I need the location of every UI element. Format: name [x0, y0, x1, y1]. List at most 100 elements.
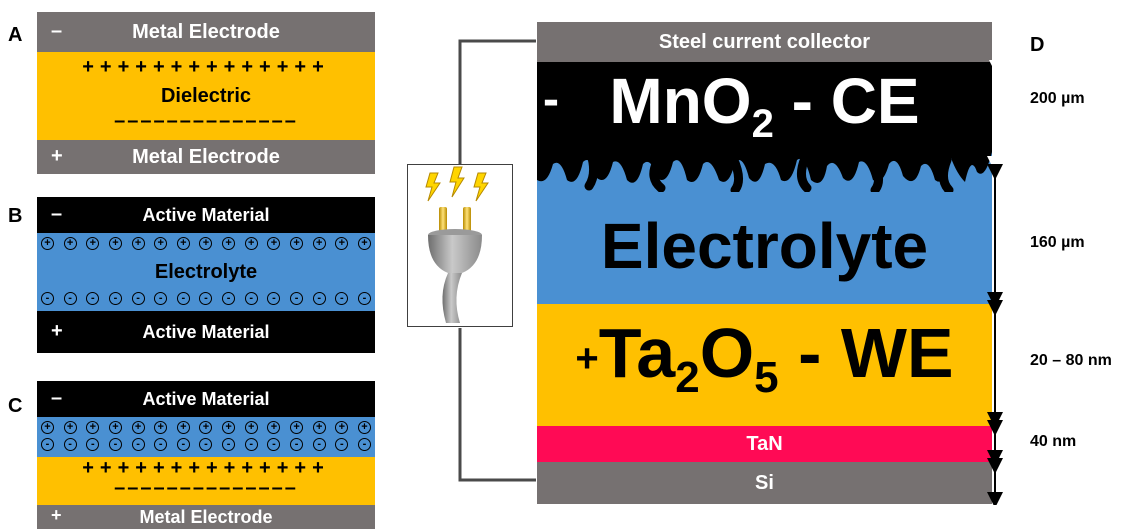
cation-ion-icon: +: [267, 237, 281, 250]
panel-b-bottom-sign: +: [51, 320, 63, 342]
cation-ion-icon: +: [290, 237, 304, 250]
anion-ion-icon: -: [357, 438, 371, 451]
anion-ion-icon: -: [154, 292, 168, 305]
si-label: Si: [755, 471, 774, 494]
dimension-arrows: [987, 60, 1003, 505]
cation-ion-icon: +: [63, 237, 77, 250]
panel-c-metal-electrode: + Metal Electrode: [37, 505, 375, 529]
cation-ion-icon: +: [41, 237, 54, 250]
anion-ion-icon: -: [267, 292, 281, 305]
power-plug-icon: [425, 166, 489, 323]
panel-b: – Active Material +++++++++++++++ Electr…: [37, 197, 375, 353]
panel-a-bottom-electrode: + Metal Electrode: [37, 140, 375, 174]
electrolyte-label: Electrolyte: [600, 210, 929, 282]
anion-ion-icon: -: [108, 292, 122, 305]
anion-ion-icon: -: [41, 292, 54, 305]
collector-label: Steel current collector: [658, 30, 871, 53]
cation-ion-icon: +: [312, 237, 326, 250]
anion-ion-icon: -: [244, 438, 258, 451]
cation-ion-icon: +: [154, 237, 168, 250]
panel-b-top-sign: –: [51, 203, 63, 225]
cation-ion-icon: +: [335, 421, 349, 434]
anion-ion-icon: -: [63, 438, 77, 451]
anion-ion-icon: -: [131, 292, 145, 305]
cation-ion-icon: +: [108, 421, 122, 434]
cation-ion-icon: +: [335, 237, 349, 250]
panel-a-dielectric: ++++++++++++++ Dielectric ––––––––––––––: [37, 52, 375, 140]
anion-ion-icon: -: [290, 438, 304, 451]
panel-b-top-active-material: – Active Material: [37, 197, 375, 233]
panel-a-bottom-sign: +: [51, 145, 63, 167]
cation-ion-icon: +: [176, 237, 190, 250]
panel-c-dielectric: ++++++++++++++ ––––––––––––––: [37, 457, 375, 505]
anion-ion-icon: -: [199, 438, 213, 451]
cation-ion-icon: +: [86, 237, 100, 250]
ce-label-row: - MnO2 - CE: [537, 64, 992, 146]
we-label: +Ta2O5 - WE: [575, 313, 954, 402]
cation-ion-icon: +: [199, 421, 213, 434]
panel-c: – Active Material +++++++++++++++ ------…: [37, 381, 375, 529]
panel-c-bottom-sign: +: [51, 505, 62, 525]
anion-ion-icon: -: [222, 292, 236, 305]
anion-ion-icon: -: [290, 292, 304, 305]
circuit-wire: [458, 39, 536, 482]
panel-c-active-material: – Active Material: [37, 381, 375, 417]
panel-b-bottom-active-material: + Active Material: [37, 311, 375, 353]
cation-ion-icon: +: [176, 421, 190, 434]
anion-ion-icon: -: [244, 292, 258, 305]
anion-ion-icon: -: [63, 292, 77, 305]
panel-c-bottom-label: Metal Electrode: [139, 506, 273, 527]
panel-c-letter: C: [8, 395, 23, 417]
panel-c-electrolyte: +++++++++++++++ ---------------: [37, 417, 375, 457]
mno2-counter-electrode: [537, 62, 992, 192]
anion-ion-icon: -: [267, 438, 281, 451]
panel-c-positive-charges: ++++++++++++++: [82, 457, 330, 479]
panel-b-bottom-label: Active Material: [142, 321, 270, 342]
panel-a-dielectric-label: Dielectric: [160, 84, 252, 107]
panel-a-top-sign: –: [51, 20, 63, 42]
ce-sign: -: [543, 73, 559, 126]
cation-ion-icon: +: [222, 237, 236, 250]
anion-ion-icon: -: [335, 438, 349, 451]
anion-ion-icon: -: [176, 292, 190, 305]
tan-thickness-label: 40 nm: [1030, 433, 1077, 450]
cation-ion-icon: +: [86, 421, 100, 434]
anion-ion-icon: -: [131, 438, 145, 451]
panel-d-stack: Steel current collector Electrolyte - Mn…: [537, 22, 992, 504]
panel-c-negative-charges: ––––––––––––––: [114, 477, 298, 499]
panel-b-cation-row: +++++++++++++++: [41, 237, 371, 250]
anion-ion-icon: -: [199, 292, 213, 305]
anion-ion-icon: -: [222, 438, 236, 451]
panel-a-bottom-label: Metal Electrode: [132, 145, 280, 168]
panel-a-letter: A: [8, 24, 23, 46]
cation-ion-icon: +: [222, 421, 236, 434]
panel-b-electrolyte-label: Electrolyte: [154, 260, 258, 283]
anion-ion-icon: -: [108, 438, 122, 451]
power-source-box: [407, 164, 513, 327]
anion-ion-icon: -: [357, 292, 371, 305]
cation-ion-icon: +: [312, 421, 326, 434]
anion-ion-icon: -: [176, 438, 190, 451]
ce-label: MnO2 - CE: [609, 65, 920, 146]
panel-a-top-electrode: – Metal Electrode: [37, 12, 375, 52]
anion-ion-icon: -: [312, 438, 326, 451]
cation-ion-icon: +: [357, 237, 371, 250]
panel-c-top-sign: –: [51, 387, 63, 409]
panel-b-top-label: Active Material: [142, 204, 270, 225]
si-substrate: Si: [537, 462, 992, 504]
anion-ion-icon: -: [86, 438, 100, 451]
cation-ion-icon: +: [244, 421, 258, 434]
panel-a-negative-charges: ––––––––––––––: [114, 110, 298, 132]
cation-ion-icon: +: [131, 237, 145, 250]
cation-ion-icon: +: [154, 421, 168, 434]
anion-ion-icon: -: [154, 438, 168, 451]
cation-ion-icon: +: [290, 421, 304, 434]
anion-ion-icon: -: [41, 438, 54, 451]
ce-thickness-label: 200 µm: [1030, 90, 1085, 107]
panel-a-top-label: Metal Electrode: [132, 20, 280, 43]
panel-b-anion-row: ---------------: [41, 292, 371, 305]
panel-c-anion-row: ---------------: [41, 438, 371, 451]
tan-label: TaN: [746, 432, 783, 455]
panel-a: – Metal Electrode ++++++++++++++ Dielect…: [37, 12, 375, 174]
steel-current-collector: Steel current collector: [537, 22, 992, 62]
